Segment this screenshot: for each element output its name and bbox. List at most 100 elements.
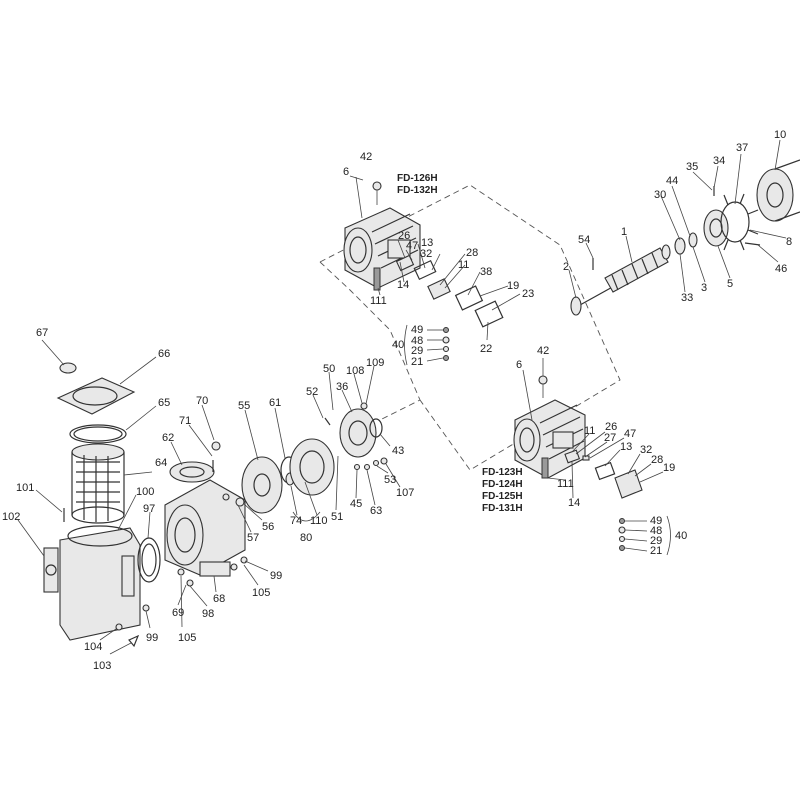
callout-50: 50: [323, 363, 335, 375]
callout-101: 101: [16, 482, 34, 494]
callout-32: 32: [640, 444, 652, 456]
callout-35: 35: [686, 161, 698, 173]
callout-29: 29: [411, 345, 423, 357]
callout-68: 68: [213, 593, 225, 605]
callout-74: 74: [290, 515, 302, 527]
upper-motor-group-outline: [319, 184, 621, 471]
callout-53: 53: [384, 474, 396, 486]
strainer-cover: [56, 377, 136, 415]
pump-volute: [164, 479, 246, 577]
callout-63: 63: [370, 505, 382, 517]
callout-48: 48: [650, 525, 662, 537]
callout-45: 45: [350, 498, 362, 510]
callout-37: 37: [736, 142, 748, 154]
callout-65: 65: [158, 397, 170, 409]
strainer-basket: [71, 443, 125, 524]
callout-23: 23: [522, 288, 534, 300]
impeller: [241, 456, 283, 514]
strainer-lid-knob: [59, 362, 77, 374]
callout-2: 2: [563, 261, 569, 273]
callout-32: 32: [420, 248, 432, 260]
callout-47: 47: [624, 428, 636, 440]
strainer-gasket: [137, 537, 161, 583]
callout-19: 19: [507, 280, 519, 292]
callout-64: 64: [155, 457, 167, 469]
callout-14: 14: [568, 497, 580, 509]
callout-19: 19: [663, 462, 675, 474]
strainer-drain-plugs: [63, 508, 140, 648]
callout-28: 28: [651, 454, 663, 466]
callout-66: 66: [158, 348, 170, 360]
callout-46: 46: [775, 263, 787, 275]
callout-33: 33: [681, 292, 693, 304]
callout-67: 67: [36, 327, 48, 339]
lower-hardware-stack: [618, 518, 626, 551]
model-label-lower-2: FD-124H: [482, 479, 523, 490]
callout-111: 111: [557, 478, 574, 490]
callout-labels: 42 6 26 47 13 32 28 11 38 14 19 23 22 11…: [2, 129, 792, 672]
callout-6: 6: [343, 166, 349, 178]
callout-62: 62: [162, 432, 174, 444]
callout-8: 8: [786, 236, 792, 248]
callout-104: 104: [84, 641, 102, 653]
callout-29: 29: [650, 535, 662, 547]
model-label-upper-2: FD-132H: [397, 185, 438, 196]
callout-27: 27: [604, 432, 616, 444]
rotor-shaft-assembly: [570, 209, 729, 316]
callout-105: 105: [252, 587, 270, 599]
callout-26: 26: [398, 230, 410, 242]
model-label-lower-1: FD-123H: [482, 467, 523, 478]
bracket-fasteners: [324, 402, 388, 471]
callout-56: 56: [262, 521, 274, 533]
callout-48: 48: [411, 335, 423, 347]
callout-26: 26: [605, 421, 617, 433]
callout-11: 11: [584, 425, 595, 437]
callout-52: 52: [306, 386, 318, 398]
callout-103: 103: [93, 660, 111, 672]
callout-55: 55: [238, 400, 250, 412]
callout-43: 43: [392, 445, 404, 457]
callout-99: 99: [146, 632, 158, 644]
callout-44: 44: [666, 175, 678, 187]
callout-14: 14: [397, 279, 409, 291]
callout-99: 99: [270, 570, 282, 582]
callout-13: 13: [421, 237, 433, 249]
callout-69: 69: [172, 607, 184, 619]
callout-5: 5: [727, 278, 733, 290]
strainer-housing: [43, 525, 141, 641]
lower-motor-housing: [513, 399, 586, 479]
callout-49: 49: [411, 324, 423, 336]
lower-terminal-box-parts: [564, 449, 643, 499]
model-label-lower-3: FD-125H: [482, 491, 523, 502]
callout-71: 71: [179, 415, 191, 427]
callout-102: 102: [2, 511, 20, 523]
seal-plate: [289, 438, 335, 496]
callout-6: 6: [516, 359, 522, 371]
callout-34: 34: [713, 155, 725, 167]
callout-11: 11: [458, 259, 469, 271]
strainer-o-ring: [69, 424, 127, 444]
callout-107: 107: [396, 487, 414, 499]
callout-57: 57: [247, 532, 259, 544]
callout-36: 36: [336, 381, 348, 393]
callout-21: 21: [650, 545, 662, 557]
callout-21: 21: [411, 356, 423, 368]
upper-terminal-box-parts: [395, 254, 504, 328]
callout-105: 105: [178, 632, 196, 644]
callout-97: 97: [143, 503, 155, 515]
callout-100: 100: [136, 486, 154, 498]
model-label-lower-4: FD-131H: [482, 503, 523, 514]
callout-110: 110: [310, 515, 328, 527]
callout-22: 22: [480, 343, 492, 355]
callout-108: 108: [346, 365, 364, 377]
upper-eyebolt: [372, 181, 382, 205]
model-label-upper-1: FD-126H: [397, 173, 438, 184]
callout-54: 54: [578, 234, 590, 246]
callout-1: 1: [621, 226, 627, 238]
callout-61: 61: [269, 397, 281, 409]
upper-hardware-stack: [442, 327, 450, 361]
callout-13: 13: [620, 441, 632, 453]
callout-109: 109: [366, 357, 384, 369]
